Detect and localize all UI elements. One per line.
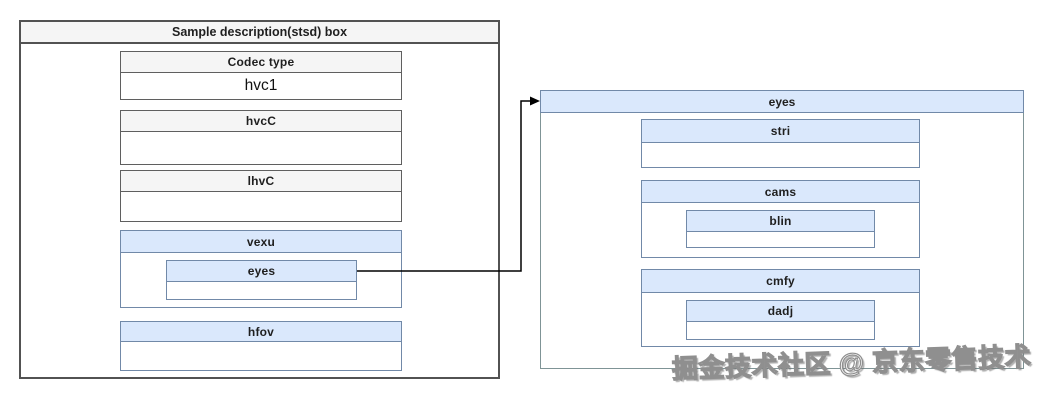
box-hfov-header: hfov [120, 321, 402, 342]
box-lhvc-header: lhvC [120, 170, 402, 192]
box-lhvc-body [120, 192, 402, 222]
box-stri: stri [641, 119, 920, 168]
box-hvcc-header: hvcC [120, 110, 402, 132]
box-eyes-small-header: eyes [166, 260, 357, 282]
box-stri-body [641, 143, 920, 168]
box-dadj-header: dadj [686, 300, 875, 322]
box-dadj: dadj [686, 300, 875, 340]
box-hfov-body [120, 342, 402, 371]
box-vexu-header: vexu [120, 230, 402, 253]
box-blin-header: blin [686, 210, 875, 232]
stsd-box-title: Sample description(stsd) box [21, 22, 498, 44]
box-blin: blin [686, 210, 875, 248]
box-codec-type: Codec type hvc1 [120, 51, 402, 100]
box-cams-header: cams [641, 180, 920, 203]
box-eyes-small-body [166, 282, 357, 300]
box-blin-body [686, 232, 875, 248]
eyes-box-title: eyes [540, 90, 1024, 113]
box-hfov: hfov [120, 321, 402, 371]
box-hvcc: hvcC [120, 110, 402, 165]
box-stri-header: stri [641, 119, 920, 143]
box-codec-type-header: Codec type [120, 51, 402, 73]
codec-type-value: hvc1 [244, 77, 278, 94]
box-lhvc: lhvC [120, 170, 402, 222]
box-eyes-small: eyes [166, 260, 357, 300]
box-codec-type-body: hvc1 [120, 73, 402, 100]
box-dadj-body [686, 322, 875, 340]
box-hvcc-body [120, 132, 402, 165]
box-cmfy-header: cmfy [641, 269, 920, 293]
